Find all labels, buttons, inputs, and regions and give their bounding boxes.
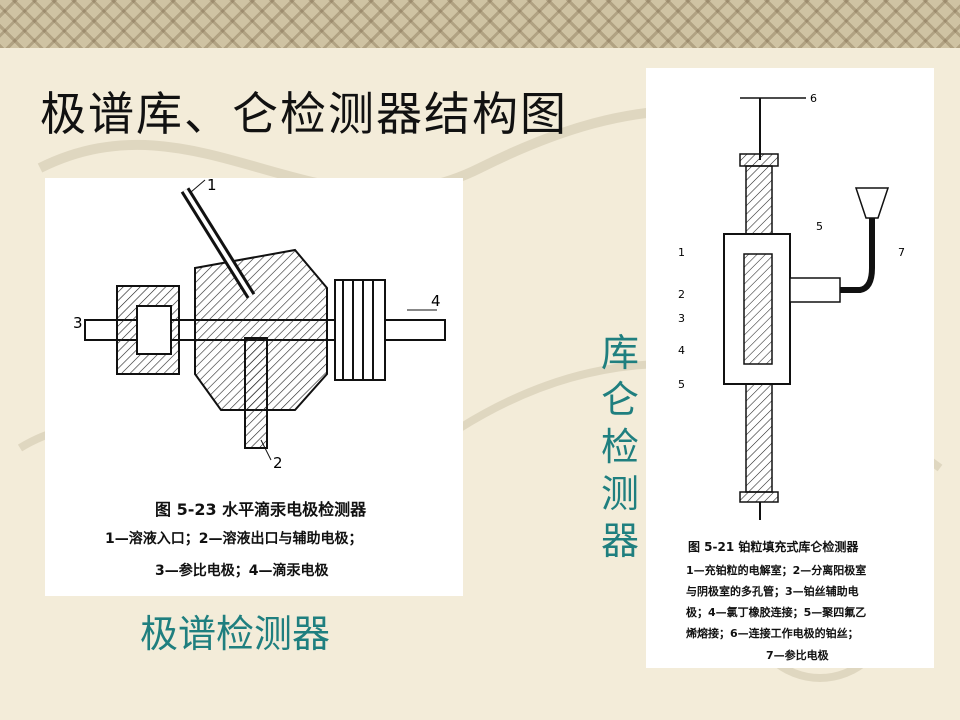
right-figure-caption-title: 图 5-21 铂粒填充式库仑检测器	[688, 540, 859, 554]
right-figure-panel: 6 7 1 2 3 4 5 5 图 5-21 铂粒填充式库仑检测器 1—充铂粒的…	[646, 68, 934, 668]
left-figure-panel: 1 2 3 4 图 5-23 水平滴汞电极检测器 1—溶液入口；2—溶液出口与辅…	[45, 176, 463, 596]
left-figure-caption-line-1: 1—溶液入口；2—溶液出口与辅助电极；	[105, 531, 363, 547]
part-number-7: 7	[898, 246, 905, 259]
part-number-1: 1	[207, 178, 217, 194]
part-number-4: 4	[678, 344, 685, 357]
right-figure-caption-line-4: 烯熔接；6—连接工作电极的铂丝；	[686, 627, 859, 640]
part-number-2: 2	[678, 288, 685, 301]
part-number-1: 1	[678, 246, 685, 259]
left-figure-caption-title: 图 5-23 水平滴汞电极检测器	[155, 500, 367, 519]
part-number-3: 3	[678, 312, 685, 325]
part-number-3: 3	[73, 314, 83, 332]
right-figure-caption-line-3: 极；4—氯丁橡胶连接；5—聚四氟乙	[686, 606, 867, 619]
left-figure-caption-line-2: 3—参比电极；4—滴汞电极	[155, 563, 329, 579]
page-title: 极谱库、仑检测器结构图	[40, 87, 568, 141]
part-number-5: 5	[678, 378, 685, 391]
polarographic-detector-label: 极谱检测器	[140, 612, 331, 656]
right-figure-caption-line-2: 与阴极室的多孔管；3—铂丝辅助电	[686, 585, 859, 598]
right-figure-caption-line-5: 7—参比电极	[766, 649, 829, 662]
coulometric-detector-diagram: 6 7 1 2 3 4 5 5	[678, 92, 905, 520]
right-figure-caption-line-1: 1—充铂粒的电解室；2—分离阳极室	[686, 564, 867, 577]
part-number-4: 4	[431, 292, 441, 310]
decorative-border	[0, 0, 960, 48]
polarographic-detector-diagram: 1 2 3 4	[73, 176, 446, 472]
part-number-5-upper: 5	[816, 220, 823, 233]
coulometric-detector-label: 库仑检测器	[600, 331, 639, 563]
part-number-2: 2	[273, 454, 283, 472]
part-number-6: 6	[810, 92, 817, 105]
